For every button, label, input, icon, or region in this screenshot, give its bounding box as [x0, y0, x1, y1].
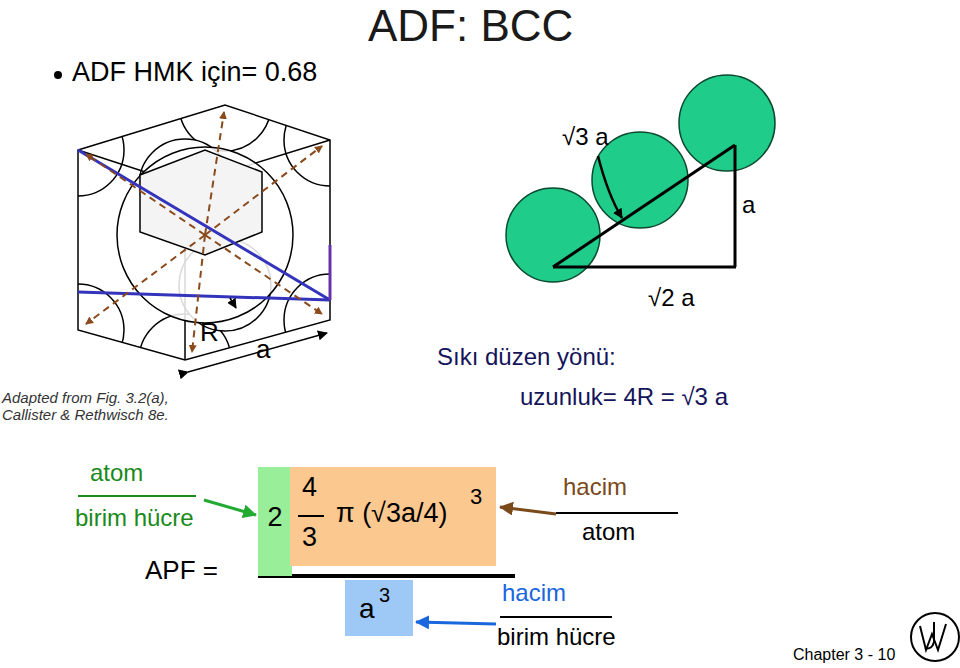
denominator-note: birim hücre	[497, 624, 616, 650]
fraction-bar	[298, 515, 324, 517]
apf-label: APF =	[145, 556, 218, 585]
diagonal-label: √3 a	[562, 124, 609, 150]
bullet	[54, 71, 62, 79]
side-label: a	[742, 192, 755, 218]
close-packed-direction	[506, 75, 775, 282]
page-number: Chapter 3 - 10	[793, 646, 895, 664]
bullet-text: ADF HMK için= 0.68	[72, 58, 317, 88]
volume-box: 4 3 π (√3a/4) 3	[290, 467, 496, 566]
fraction-numerator: 4	[302, 473, 317, 503]
direction-heading: Sıkı düzen yönü:	[437, 344, 616, 370]
publisher-logo	[911, 613, 959, 661]
volume-expression: π (√3a/4)	[336, 499, 447, 529]
fraction-denominator: 3	[302, 523, 317, 553]
denominator-note: birim hücre	[75, 505, 194, 531]
cell-volume-box: a3	[345, 580, 413, 636]
denominator-note: atom	[582, 519, 635, 545]
slide-title: ADF: BCC	[368, 2, 573, 50]
bcc-cube	[32, 59, 376, 406]
numerator-note: hacim	[563, 474, 627, 500]
edge-length-label: a	[256, 335, 270, 364]
numerator-note: atom	[90, 460, 143, 486]
count-box: 2	[258, 467, 292, 576]
radius-label: R	[200, 318, 219, 347]
face-diagonal-label: √2 a	[648, 285, 695, 311]
atom-count: 2	[258, 503, 292, 533]
numerator-note: hacim	[502, 580, 566, 606]
length-equation: uzunluk= 4R = √3 a	[520, 384, 728, 410]
exponent: 3	[470, 485, 482, 509]
exponent: 3	[379, 584, 390, 606]
source-note: Adapted from Fig. 3.2(a), Callister & Re…	[2, 390, 192, 423]
cell-edge: a	[359, 594, 375, 625]
